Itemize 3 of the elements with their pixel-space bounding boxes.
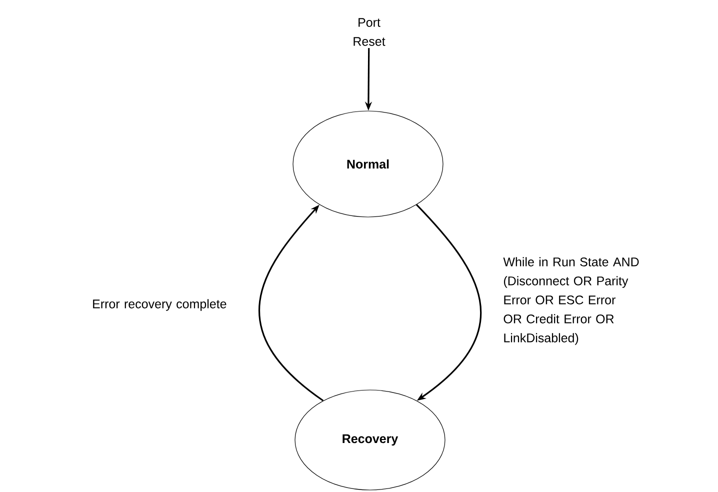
edge-label: Error recovery complete xyxy=(93,299,226,311)
input-label: Port Reset xyxy=(354,18,386,46)
edge-label: While in Run State AND (Disconnect OR Parity Error OR ESC Error OR Credit Error OR LinkDisabled) xyxy=(503,257,639,345)
